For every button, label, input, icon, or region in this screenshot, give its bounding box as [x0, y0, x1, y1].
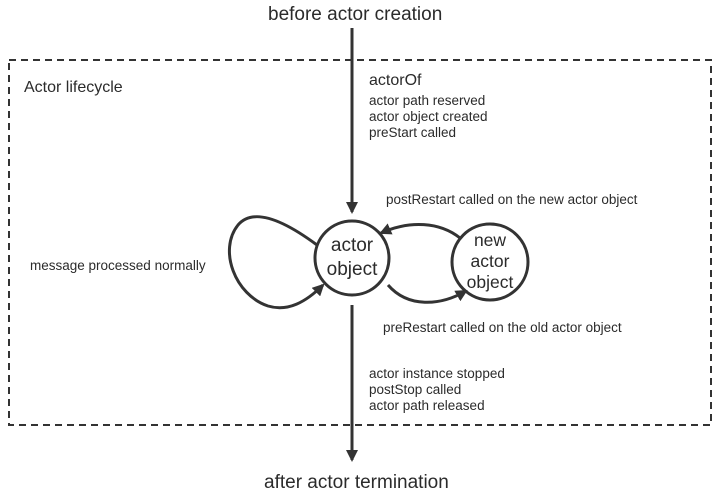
actor-object-text: actor object [315, 234, 389, 282]
actor-object-line: object [326, 259, 378, 280]
creation-steps: actor path reserved actor object created… [369, 93, 488, 141]
new-actor-object-line: object [466, 272, 514, 292]
actor-object-line: actor [330, 235, 374, 256]
creation-step: preStart called [369, 125, 457, 140]
termination-step: actor instance stopped [369, 366, 505, 381]
boundary-label: Actor lifecycle [24, 79, 123, 96]
new-actor-object-node [450, 222, 530, 302]
termination-steps: actor instance stopped postStop called a… [369, 366, 505, 414]
post-restart-arrow [379, 223, 461, 240]
pre-restart-arrow [386, 283, 468, 304]
creation-step: actor path reserved [369, 93, 486, 108]
message-loop-label: message processed normally [30, 258, 206, 273]
message-loop-arrow [227, 215, 325, 310]
actor-object-node [313, 219, 391, 297]
actorof-title: actorOf [369, 72, 422, 89]
termination-step: actor path released [369, 398, 485, 413]
before-creation-label: before actor creation [268, 4, 443, 25]
lifecycle-boundary [8, 59, 712, 426]
new-actor-object-line: new [473, 230, 507, 250]
post-restart-label: postRestart called on the new actor obje… [386, 192, 638, 207]
pre-restart-label: preRestart called on the old actor objec… [383, 320, 622, 335]
new-actor-object-line: actor [470, 251, 510, 271]
termination-step: postStop called [369, 382, 462, 397]
new-actor-object-text: new actor object [452, 230, 528, 293]
after-termination-label: after actor termination [264, 472, 449, 493]
creation-step: actor object created [369, 109, 488, 124]
